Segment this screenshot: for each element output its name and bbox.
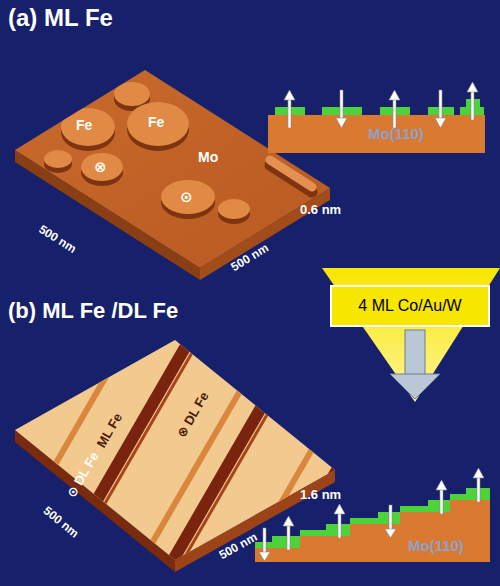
height-scale: 1.6 nm xyxy=(300,488,341,501)
process-funnel xyxy=(322,268,500,402)
schematic-b xyxy=(255,468,490,562)
magnetization-symbol: ⊗ xyxy=(94,159,107,174)
scale-label: 500 nm xyxy=(41,504,81,539)
region-label: Fe xyxy=(148,115,164,129)
height-scale: 0.6 nm xyxy=(300,203,341,216)
panel-label: (a) ML Fe xyxy=(8,6,113,30)
region-label: Mo xyxy=(198,150,218,164)
magnetization-symbol: ⊙ xyxy=(180,189,193,204)
stm-image-a xyxy=(15,70,335,280)
region-label: Fe xyxy=(76,118,92,132)
scale-label: 500 nm xyxy=(37,223,78,255)
schematic-a xyxy=(268,82,485,153)
process-box: 4 ML Co/Au/W xyxy=(330,285,490,327)
box-text: 4 ML Co/Au/W xyxy=(358,297,461,315)
substrate-label: Mo(110) xyxy=(408,538,464,553)
substrate-label: Mo(110) xyxy=(368,126,424,141)
panel-label: (b) ML Fe /DL Fe xyxy=(8,300,178,322)
